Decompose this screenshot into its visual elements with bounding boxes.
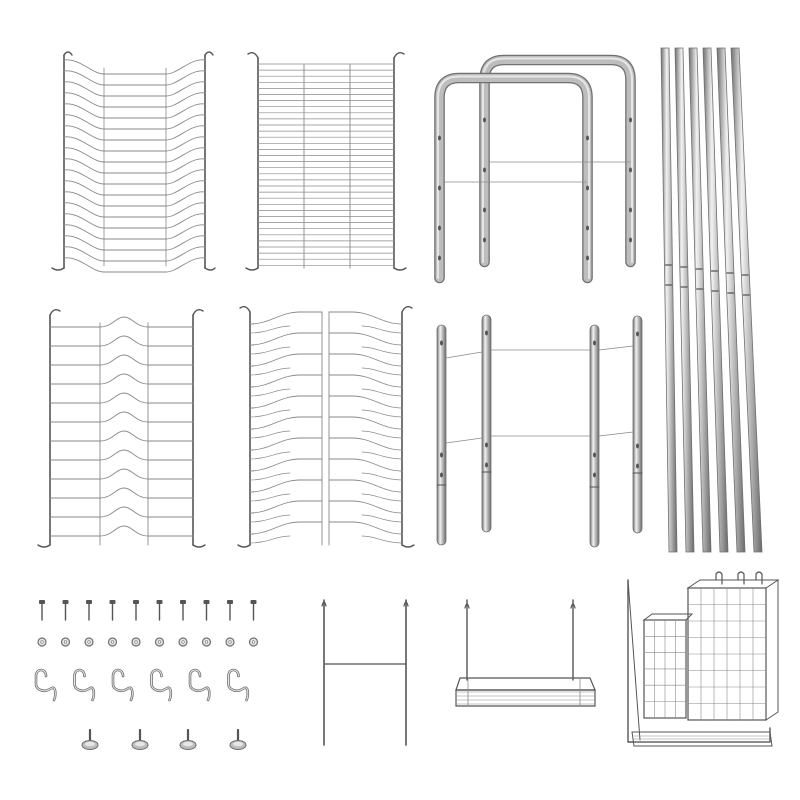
bowl-rack-panel-icon <box>37 308 206 548</box>
hanger-frame-icon <box>321 599 409 746</box>
rods-icon <box>660 47 763 553</box>
leg-frame-icon <box>436 314 643 548</box>
utensil-basket-icon <box>627 571 780 747</box>
dish-rack-panel-icon <box>51 51 216 273</box>
hanging-tray-icon <box>455 599 596 707</box>
flat-grid-panel-icon <box>245 51 407 271</box>
screws-washers-hooks-icon <box>34 600 259 750</box>
u-frame-icon <box>434 54 636 284</box>
plate-rack-panel-icon <box>237 305 415 548</box>
